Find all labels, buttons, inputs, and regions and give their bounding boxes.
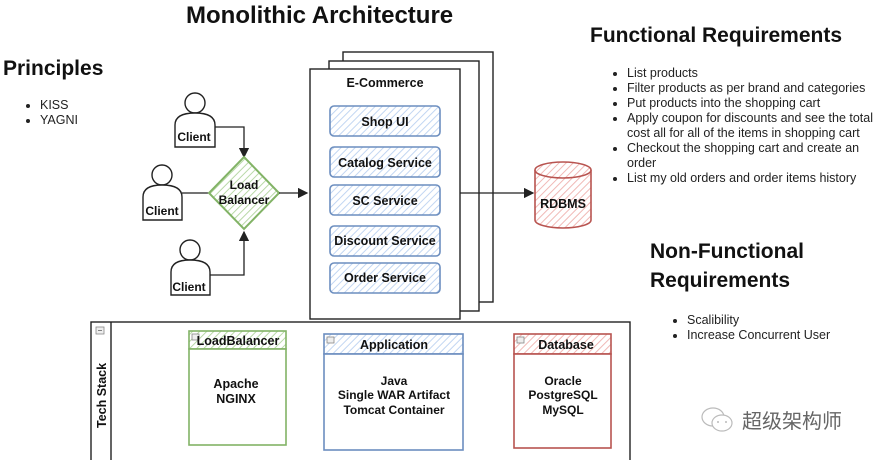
collapse-icon[interactable]: [191, 333, 200, 341]
principle-item: YAGNI: [40, 113, 78, 128]
collapse-icon[interactable]: [516, 336, 525, 344]
tech-item: NGINX: [216, 392, 256, 406]
service-box: SC Service: [329, 184, 441, 216]
load-balancer-node: Load Balancer: [207, 155, 281, 231]
wechat-icon: [701, 406, 733, 432]
client-body-icon: [142, 184, 183, 221]
functional-item: Checkout the shopping cart and create an…: [627, 141, 875, 171]
connector-client3-lb: [210, 230, 250, 276]
app-title: E-Commerce: [346, 76, 423, 90]
functional-list: List products Filter products as per bra…: [613, 66, 875, 186]
tech-item: Oracle: [544, 374, 582, 388]
service-label: SC Service: [352, 194, 417, 208]
tech-column-loadbalancer: LoadBalancer Apache NGINX: [188, 330, 287, 446]
client-head-icon: [179, 239, 201, 261]
client-head-icon: [184, 92, 206, 114]
client-label: Client: [172, 280, 205, 294]
database-cylinder: RDBMS: [534, 161, 592, 229]
client-actor: Client: [142, 164, 183, 221]
load-balancer-label-line1: Load: [230, 178, 259, 192]
client-label: Client: [177, 130, 210, 144]
functional-item: List my old orders and order items histo…: [627, 171, 875, 186]
non-functional-heading-line2: Requirements: [650, 269, 791, 292]
tech-column-application: Application Java Single WAR Artifact Tom…: [323, 333, 464, 451]
functional-item: Put products into the shopping cart: [627, 96, 875, 111]
database-label: RDBMS: [540, 197, 586, 211]
non-functional-item: Scalibility: [687, 313, 830, 328]
client-body-icon: [170, 259, 211, 296]
client-head-icon: [151, 164, 173, 186]
tech-item: Tomcat Container: [343, 403, 444, 417]
collapse-icon[interactable]: [326, 336, 335, 344]
watermark-text: 超级架构师: [742, 411, 842, 433]
non-functional-heading: Non-Functional Requirements: [650, 237, 804, 295]
principles-heading: Principles: [3, 57, 104, 80]
service-label: Discount Service: [334, 234, 435, 248]
functional-item: List products: [627, 66, 875, 81]
watermark: 超级架构师: [700, 405, 842, 434]
functional-item: Apply coupon for discounts and see the t…: [627, 111, 875, 141]
client-actor: Client: [170, 239, 211, 296]
service-box: Discount Service: [329, 225, 441, 257]
client-label: Client: [145, 204, 178, 218]
service-box: Catalog Service: [329, 146, 441, 178]
non-functional-item: Increase Concurrent User: [687, 328, 830, 343]
tech-column-database: Database Oracle PostgreSQL MySQL: [513, 333, 612, 449]
tech-item: Single WAR Artifact: [338, 388, 450, 402]
tech-stack-label: Tech Stack: [95, 362, 109, 428]
non-functional-heading-line1: Non-Functional: [650, 240, 804, 263]
functional-item: Filter products as per brand and categor…: [627, 81, 875, 96]
service-label: Order Service: [344, 271, 426, 285]
non-functional-list: Scalibility Increase Concurrent User: [673, 313, 830, 343]
principles-list: KISS YAGNI: [26, 98, 78, 128]
service-label: Catalog Service: [338, 156, 432, 170]
client-actor: Client: [174, 92, 216, 148]
load-balancer-label-line2: Balancer: [219, 193, 270, 207]
page-title: Monolithic Architecture: [186, 2, 454, 29]
service-box: Shop UI: [329, 105, 441, 137]
functional-heading: Functional Requirements: [590, 24, 843, 47]
connector-client1-lb: [215, 126, 250, 159]
service-label: Shop UI: [361, 115, 408, 129]
principle-item: KISS: [40, 98, 78, 113]
tech-column-title: Application: [360, 338, 428, 352]
client-body-icon: [174, 112, 216, 148]
tech-column-title: Database: [538, 338, 594, 352]
service-box: Order Service: [329, 262, 441, 294]
tech-item: PostgreSQL: [528, 388, 597, 402]
tech-column-title: LoadBalancer: [197, 334, 280, 348]
tech-item: MySQL: [542, 403, 583, 417]
tech-item: Java: [381, 374, 408, 388]
tech-item: Apache: [213, 377, 258, 391]
